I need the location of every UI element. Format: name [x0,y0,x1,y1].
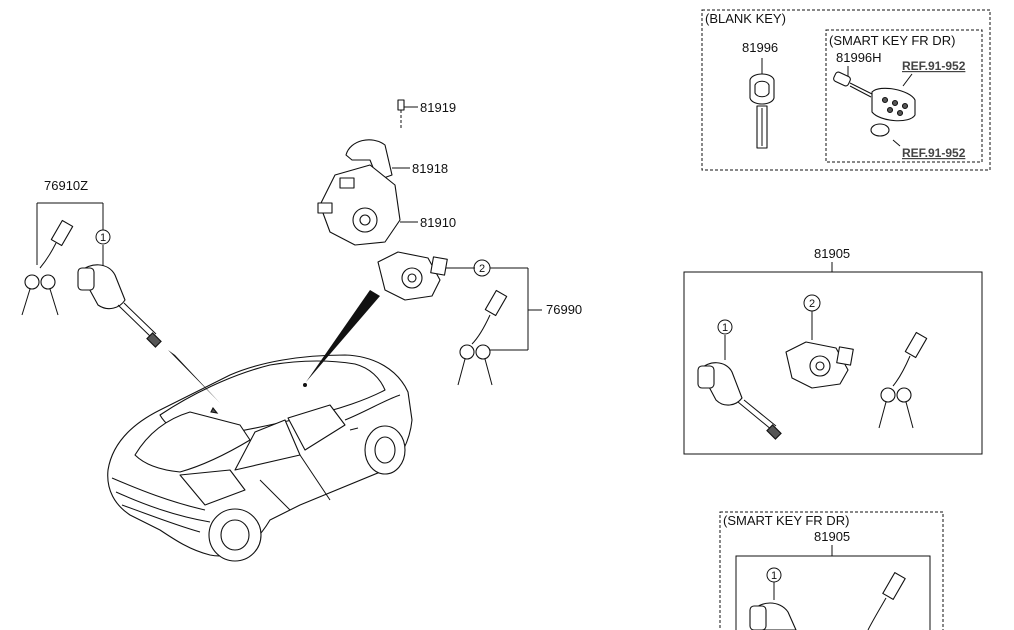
ref-lower: REF.91-952 [902,146,966,160]
blank-key-title: (BLANK KEY) [705,11,786,26]
label-81919: 81919 [420,100,456,115]
smart-key-icon [833,66,916,147]
kit-callout-circle-2 [803,294,821,312]
smart-key-lower-title: (SMART KEY FR DR) [723,513,849,528]
blank-key-box [701,9,991,171]
callout-circle-1 [95,229,111,245]
door-key-set [21,202,162,348]
smart-key-lower-box [719,511,944,630]
kit-ignition-cylinder [785,311,854,389]
label-81996: 81996 [742,40,778,55]
kit-door-cylinder [697,335,782,440]
car-illustration [107,354,413,562]
callout-2-ignition: 2 [479,263,485,275]
pointer-to-ignition [306,290,380,382]
pointer-to-door [168,350,220,403]
smart-kit-callout-1: 1 [771,570,777,582]
kit-key-set [878,331,928,429]
callout-circle-2 [473,259,491,277]
kit-callout-1: 1 [722,322,728,334]
label-76910z: 76910Z [44,178,88,193]
smart-kit-box [735,555,931,630]
smart-key-inner-title: (SMART KEY FR DR) [829,33,955,48]
smart-kit-parts [749,572,906,630]
kit-callout-2: 2 [809,298,815,310]
kit-callout-circle-1 [717,319,733,335]
ignition-assembly [317,99,475,301]
label-81905-smart: 81905 [814,529,850,544]
callout-1-left: 1 [100,232,106,244]
label-76990: 76990 [546,302,582,317]
label-81996h: 81996H [836,50,882,65]
label-81918: 81918 [412,161,448,176]
key-kit-box [683,271,983,455]
ref-upper: REF.91-952 [902,59,966,73]
smart-key-inner-box [825,29,983,163]
label-81910: 81910 [420,215,456,230]
ignition-key-set [457,267,542,386]
blank-key-icon [749,58,775,149]
label-81905-kit: 81905 [814,246,850,261]
